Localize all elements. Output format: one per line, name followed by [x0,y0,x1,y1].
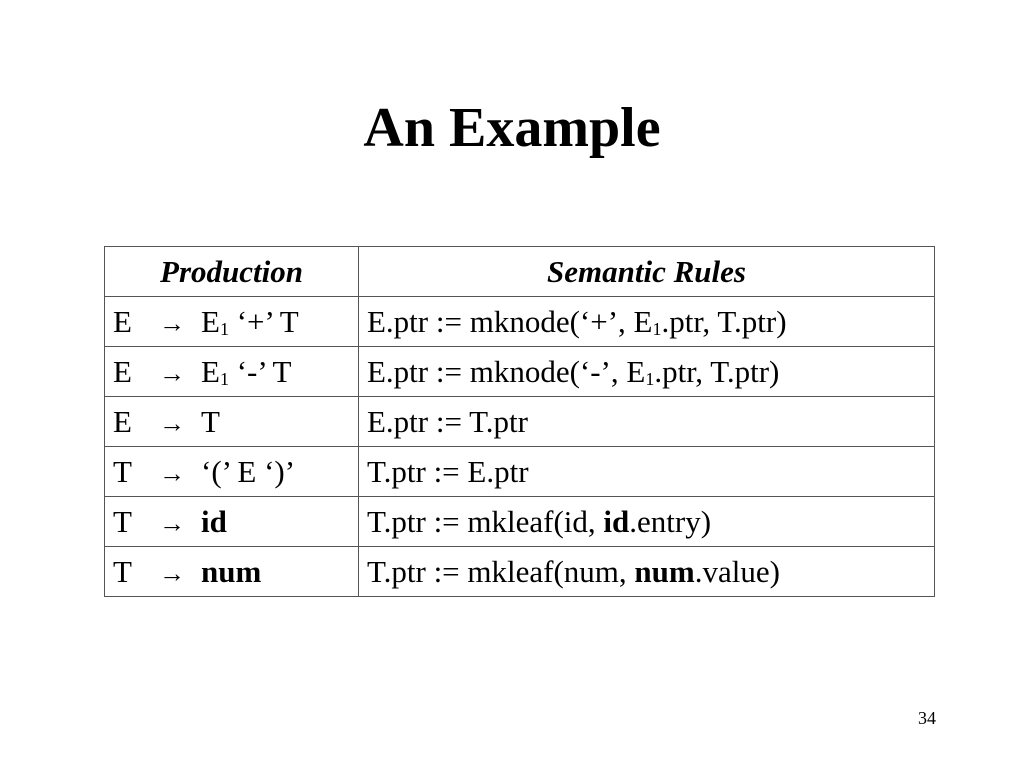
semantic-rule-text-after: .value) [694,553,780,589]
production-rhs: num [201,554,261,590]
production-rhs: E1 ‘-’ T [201,354,291,390]
semantic-rule-cell: E.ptr := mknode(‘-’, E1.ptr, T.ptr) [358,346,935,397]
semantic-rule-text-after: .ptr, T.ptr) [661,303,787,339]
production-lhs: T [113,503,132,539]
production-rhs-text: E [201,353,220,389]
header-production: Production [104,246,359,297]
production-rhs: T [201,404,220,440]
arrow-icon: → [159,358,185,388]
production-rhs-text-after: ‘+’ T [228,303,299,339]
semantic-rule-subscript: 1 [652,318,662,339]
production-lhs: T [113,453,132,489]
production-rhs-text: ‘(’ E ‘)’ [201,453,296,489]
semantic-rule-text: E.ptr := mknode(‘-’, E [367,353,646,389]
semantic-rule-bold: id [603,503,630,539]
production-rhs-subscript: 1 [219,368,229,389]
semantic-rule-text: E.ptr := T.ptr [367,403,528,439]
production-lhs: E [113,403,132,439]
arrow-icon: → [159,308,185,338]
production-rhs-subscript: 1 [219,318,229,339]
production-rhs-text-after: ‘-’ T [228,353,292,389]
arrow-icon: → [159,458,185,488]
production-lhs: T [113,553,132,589]
semantic-rule-text: T.ptr := mkleaf(num, [367,553,635,589]
semantic-rule-text-after: .entry) [629,503,712,539]
arrow-icon: → [159,508,185,538]
semantic-rule-subscript: 1 [645,368,655,389]
arrow-icon: → [159,408,185,438]
production-rhs-text: E [201,303,220,339]
semantic-rule-text: E.ptr := mknode(‘+’, E [367,303,653,339]
semantic-rule-cell: E.ptr := T.ptr [358,396,935,447]
production-rhs: E1 ‘+’ T [201,304,299,340]
production-cell: T → id [104,496,359,547]
table-row: T → ‘(’ E ‘)’ T.ptr := E.ptr [104,446,935,497]
production-rhs-bold: num [201,553,262,589]
table-row: E → T E.ptr := T.ptr [104,396,935,447]
production-rhs: ‘(’ E ‘)’ [201,454,295,490]
page-number: 34 [918,708,936,728]
production-cell: E→E1 ‘+’ T [104,296,359,347]
semantic-rule-cell: T.ptr := mkleaf(id, id.entry) [358,496,935,547]
production-cell: T → ‘(’ E ‘)’ [104,446,359,497]
semantic-rule-bold: num [634,553,695,589]
production-cell: T → num [104,546,359,597]
semantic-rule-text-after: .ptr, T.ptr) [654,353,780,389]
semantic-rule-cell: T.ptr := E.ptr [358,446,935,497]
production-cell: E → T [104,396,359,447]
production-lhs: E [113,353,132,389]
production-lhs: E [113,303,132,339]
semantic-rule-cell: E.ptr := mknode(‘+’, E1.ptr, T.ptr) [358,296,935,347]
slide-title: An Example [363,97,661,159]
production-rhs: id [201,504,227,540]
production-rhs-bold: id [201,503,227,539]
semantic-rule-cell: T.ptr := mkleaf(num, num.value) [358,546,935,597]
semantic-rule-text: T.ptr := mkleaf(id, [367,503,604,539]
production-rhs-text: T [201,403,220,439]
table-header-row: Production Semantic Rules [104,246,935,297]
production-cell: E→E1 ‘-’ T [104,346,359,397]
header-semantic-rules: Semantic Rules [358,246,935,297]
arrow-icon: → [159,558,185,588]
semantic-rule-text: T.ptr := E.ptr [367,453,529,489]
